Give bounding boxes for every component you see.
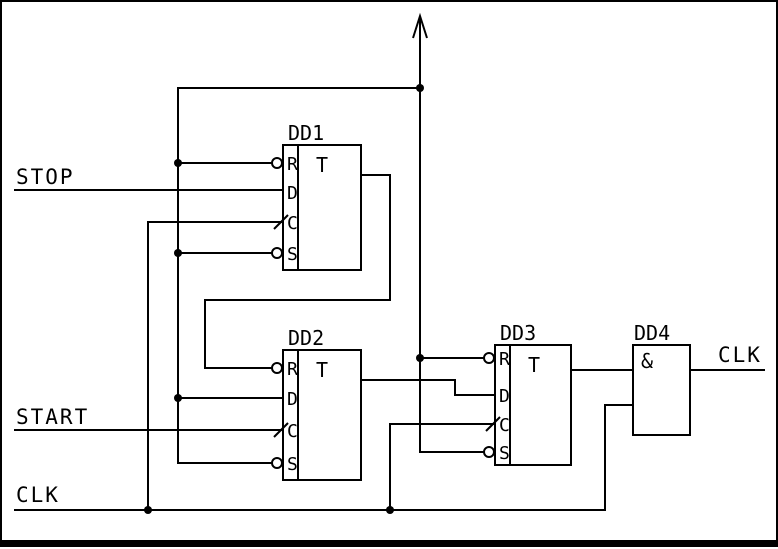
- junction-dot: [144, 506, 152, 514]
- dd4-and-symbol: &: [641, 349, 653, 373]
- dd2-pin-c-dynamic-edge-slash-icon: [273, 422, 289, 438]
- dd2-pin-d-label: D: [287, 389, 298, 410]
- junction-dot: [174, 394, 182, 402]
- junction-dot: [386, 506, 394, 514]
- dd3-box: [494, 344, 572, 466]
- dd3-c-to-clk-line: [389, 423, 495, 510]
- dd3-type-symbol: T: [528, 353, 540, 377]
- dd2-pin-r-label: R: [287, 359, 298, 380]
- dd1-out-to-dd2-r-line: [204, 174, 391, 369]
- dd3-pin-r-label: R: [499, 349, 510, 370]
- dd1-pin-c-dynamic-edge-slash-icon: [273, 214, 289, 230]
- up-arrow-head: [412, 12, 428, 39]
- dd1-label: DD1: [288, 121, 324, 145]
- clk-line-to-dd4-input: [14, 404, 633, 511]
- clk-to-dd1-c-line: [147, 221, 283, 510]
- dd1-pin-r-inversion-circle-icon: [271, 157, 283, 169]
- dd1-pin-d-label: D: [287, 183, 298, 204]
- dd3-pin-c-dynamic-edge-slash-icon: [485, 416, 501, 432]
- dd3-pin-r-inversion-circle-icon: [483, 352, 495, 364]
- dd1-type-symbol: T: [316, 153, 328, 177]
- dd1-pin-c-label: C: [287, 213, 298, 234]
- junction-dot: [174, 159, 182, 167]
- power-rail-and-dd3-s-line: [419, 16, 484, 453]
- dd3-label: DD3: [500, 321, 536, 345]
- dd2-pin-s-label: S: [287, 454, 298, 475]
- signal-label-clk_in: CLK: [16, 483, 60, 507]
- dd1-pin-r-label: R: [287, 154, 298, 175]
- junction-dot: [174, 249, 182, 257]
- dd1-pin-s-inversion-circle-icon: [271, 247, 283, 259]
- dd4-box: [632, 344, 691, 436]
- signal-label-start: START: [16, 405, 89, 429]
- dd2-out-to-dd3-d-line: [361, 379, 495, 396]
- dd3-pin-s-inversion-circle-icon: [483, 446, 495, 458]
- dd2-pin-r-inversion-circle-icon: [271, 362, 283, 374]
- dd2-label: DD2: [288, 326, 324, 350]
- dd3-pin-c-label: C: [499, 415, 510, 436]
- dd2-pin-s-inversion-circle-icon: [271, 457, 283, 469]
- dd2-pin-c-label: C: [287, 421, 298, 442]
- signal-label-clk_out: CLK: [718, 343, 762, 367]
- dd3-pin-d-label: D: [499, 386, 510, 407]
- rail-left-branch-and-dd2-s-line: [177, 87, 420, 464]
- dd2-box: [282, 349, 362, 481]
- dd1-pin-s-label: S: [287, 244, 298, 265]
- junction-dot: [416, 84, 424, 92]
- dd3-pin-s-label: S: [499, 443, 510, 464]
- signal-label-stop: STOP: [16, 165, 75, 189]
- dd4-label: DD4: [634, 321, 670, 345]
- dd2-type-symbol: T: [316, 358, 328, 382]
- dd1-box: [282, 144, 362, 271]
- junction-dot: [416, 354, 424, 362]
